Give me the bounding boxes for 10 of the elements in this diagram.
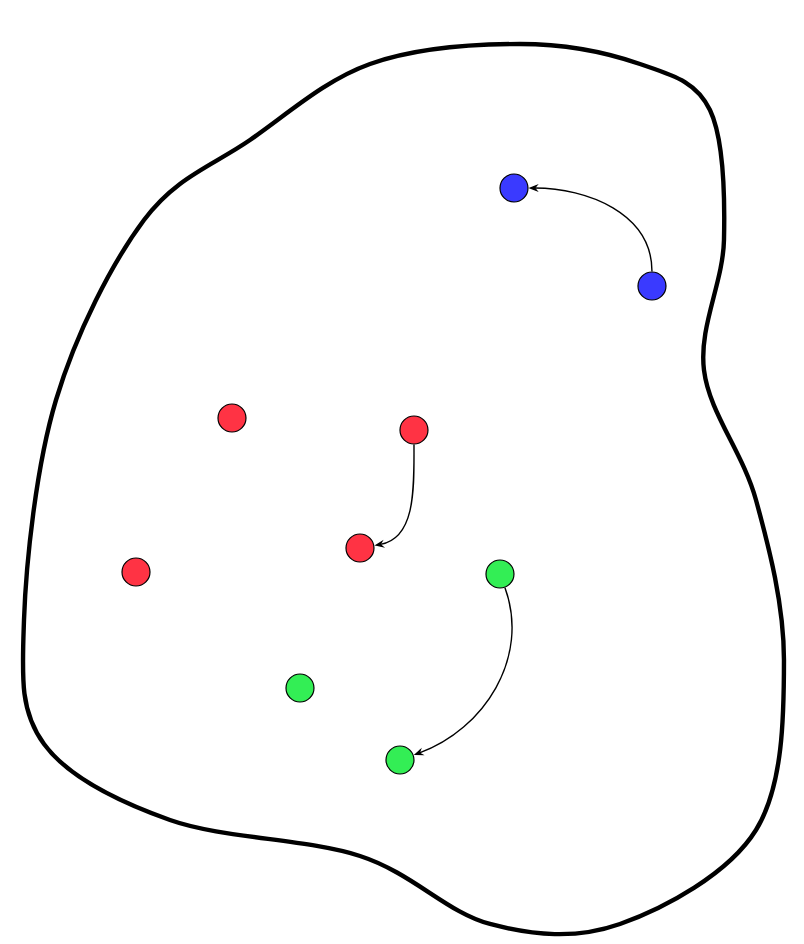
dot	[637, 271, 667, 301]
blob-outline	[20, 41, 787, 937]
dot	[485, 559, 515, 589]
dot	[499, 173, 529, 203]
dot	[217, 403, 247, 433]
dot	[399, 415, 429, 445]
dot	[385, 745, 415, 775]
dot	[285, 673, 315, 703]
dot	[121, 557, 151, 587]
dot	[345, 533, 375, 563]
